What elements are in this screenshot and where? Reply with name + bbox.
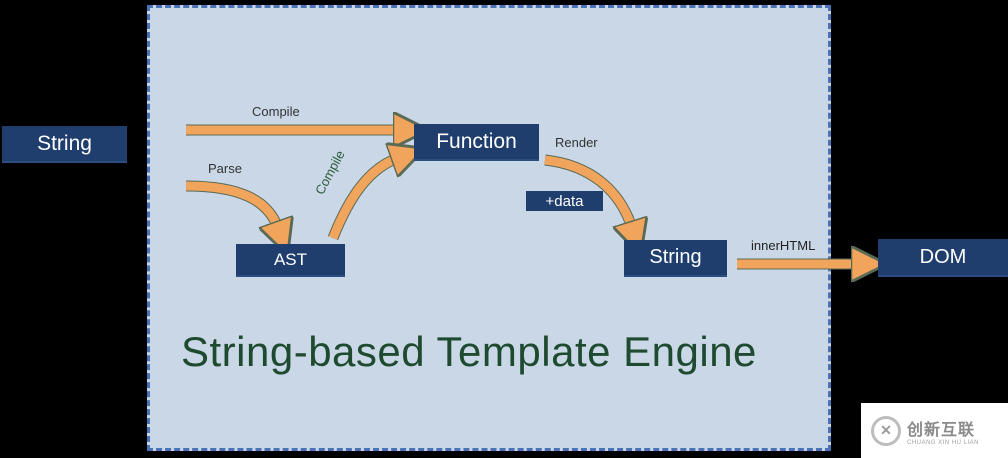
function-node: Function — [414, 124, 539, 161]
compile-diag-arrow — [328, 158, 398, 240]
parse-label: Parse — [208, 161, 242, 176]
watermark-sub-text: CHUANG XIN HU LIAN — [907, 439, 980, 446]
logo-icon: ✕ — [871, 415, 901, 446]
watermark-logo: ✕ 创新互联 CHUANG XIN HU LIAN — [861, 403, 1008, 458]
dom-node: DOM — [878, 239, 1008, 277]
engine-title: String-based Template Engine — [181, 328, 757, 375]
render-arrow — [544, 155, 632, 228]
string-output-node: String — [624, 240, 727, 277]
compile-top-label: Compile — [252, 104, 300, 119]
data-tag: +data — [526, 191, 603, 211]
string-input-node: String — [2, 126, 127, 163]
innerhtml-label: innerHTML — [751, 238, 816, 253]
render-label: Render — [555, 135, 598, 150]
parse-arrow — [185, 181, 278, 228]
ast-node: AST — [236, 244, 345, 277]
watermark-text: 创新互联 CHUANG XIN HU LIAN — [907, 416, 979, 446]
watermark-main-text: 创新互联 — [907, 421, 976, 439]
